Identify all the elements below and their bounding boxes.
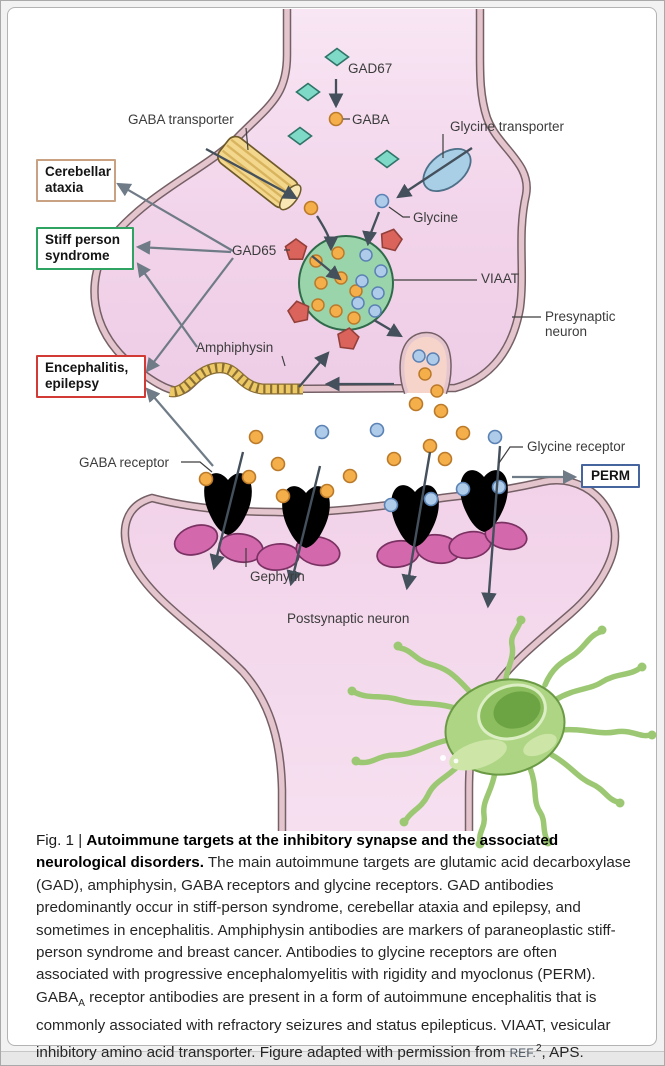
gaba-transporter-shape	[217, 135, 302, 211]
label-presynaptic-neuron: Presynaptic neuron	[545, 309, 616, 340]
caption-ref-superscript: 2	[535, 1042, 542, 1054]
cleft-gaba-molecules	[248, 396, 471, 484]
label-glycine-transporter: Glycine transporter	[450, 119, 565, 134]
cleft-glycine-molecules	[314, 422, 503, 445]
label-viaat: VIAAT	[481, 271, 520, 286]
presynaptic-arrows	[205, 79, 473, 392]
label-gaba-receptor: GABA receptor	[79, 455, 170, 470]
caption-body-1: The main autoimmune targets are glutamic…	[36, 854, 631, 1006]
disorder-box-stiff-person-syndrome: Stiff person syndrome	[36, 227, 134, 270]
disorder-arrows	[116, 182, 578, 485]
caption-body-3: , APS.	[541, 1043, 584, 1061]
label-gad67: GAD67	[348, 61, 393, 76]
label-amphiphysin: Amphiphysin	[196, 340, 274, 355]
endocytic-pit	[399, 331, 452, 398]
caption-title: Autoimmune targets at the inhibitory syn…	[36, 832, 559, 872]
caption-ref-label: REF.	[509, 1045, 536, 1060]
label-connectors	[181, 118, 541, 567]
label-postsynaptic-neuron: Postsynaptic neuron	[287, 611, 410, 626]
label-gaba: GABA	[352, 112, 390, 127]
presynaptic-neuron-shape	[90, 9, 531, 396]
caption-body-2: receptor antibodies are present in a for…	[36, 988, 611, 1061]
label-gaba-transporter: GABA transporter	[128, 112, 234, 127]
label-gad65: GAD65	[232, 243, 277, 258]
glial-cell-illustration	[347, 615, 657, 849]
synaptic-vesicle	[298, 235, 394, 331]
caption-gaba-a-subscript: A	[78, 997, 85, 1009]
label-glycine: Glycine	[413, 210, 459, 225]
receptor-arrows	[209, 445, 502, 609]
disorder-box-cerebellar-ataxia: Cerebellar ataxia	[36, 159, 116, 202]
caption-fig-number: Fig. 1 |	[36, 832, 87, 849]
disorder-box-perm: PERM	[581, 464, 641, 489]
figure-caption: Fig. 1 | Autoimmune targets at the inhib…	[36, 830, 633, 1064]
window-bottom-strip	[1, 1051, 664, 1065]
amphiphysin-coat	[168, 362, 303, 398]
label-glycine-receptor: Glycine receptor	[527, 439, 626, 454]
gephyrin-clusters	[173, 521, 528, 571]
label-gephyrin: Gephyrin	[250, 569, 305, 584]
glycine-transporter-shape	[422, 147, 472, 193]
disorder-box-encephalitis-epilepsy: Encephalitis, epilepsy	[36, 355, 146, 398]
